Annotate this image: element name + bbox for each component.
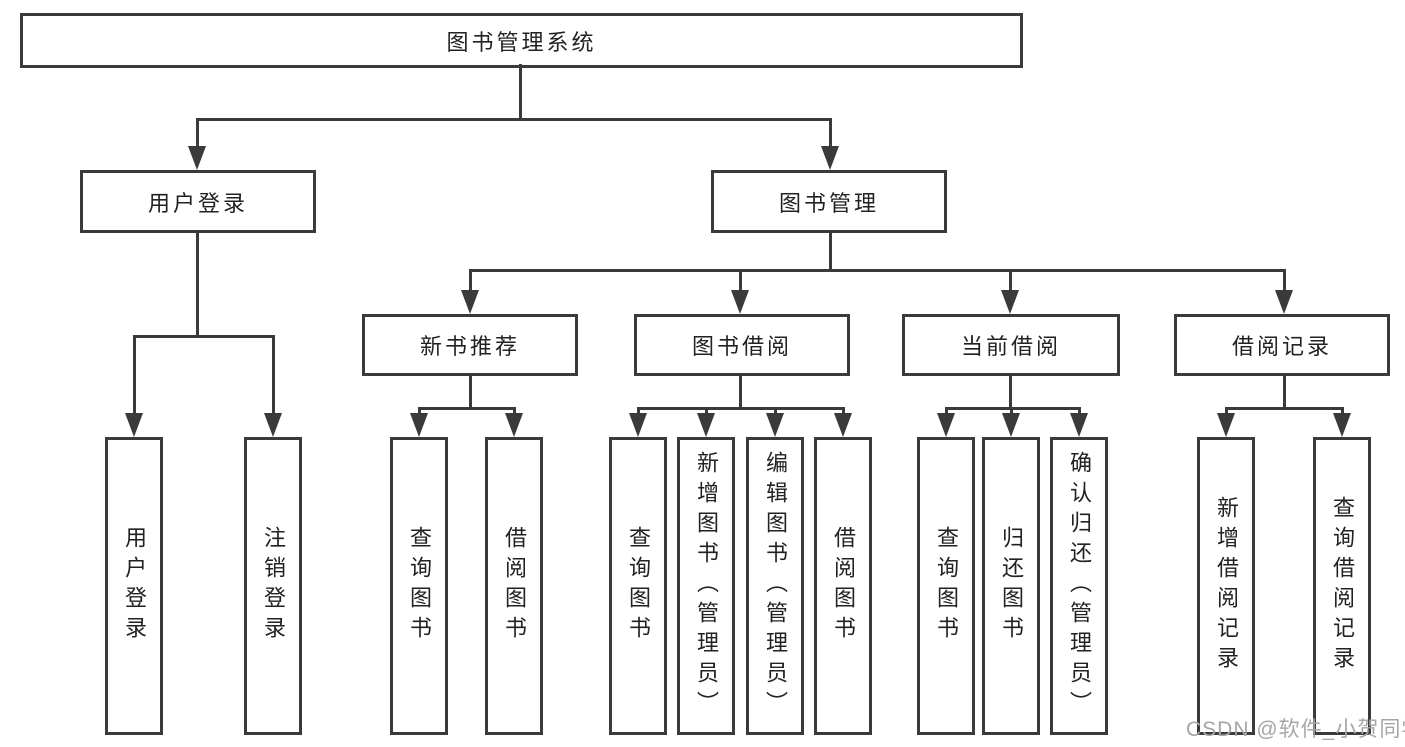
arrowhead-login (188, 146, 206, 170)
connector-records-bar (1225, 407, 1344, 410)
connector-drop (945, 407, 948, 417)
connector-records-stem (1283, 374, 1286, 409)
node-user-login: 用户登录 (80, 170, 316, 233)
leaf-query-books-borrowing: 查询图书 (609, 437, 667, 735)
leaf-confirm-return-admin: 确认归还（管理员） (1050, 437, 1108, 735)
node-current-borrowing: 当前借阅 (902, 314, 1120, 376)
connector-drop-login (196, 118, 199, 148)
leaf-logout: 注销登录 (244, 437, 302, 735)
arrowhead-leaf-login (125, 413, 143, 437)
node-book-borrowing: 图书借阅 (634, 314, 850, 376)
leaf-add-borrow-record: 新增借阅记录 (1197, 437, 1255, 735)
connector-current-bar (945, 407, 1081, 410)
connector-root-bar (196, 118, 832, 121)
arrowhead-leaf (697, 413, 715, 437)
connector-drop (637, 407, 640, 417)
arrowhead-leaf (834, 413, 852, 437)
connector-current-stem (1009, 374, 1012, 409)
node-book-management: 图书管理 (711, 170, 947, 233)
connector-recommend-stem (469, 374, 472, 409)
arrowhead-leaf (629, 413, 647, 437)
arrowhead-mgmt (821, 146, 839, 170)
connector-drop-mgmt (829, 118, 832, 148)
node-borrowing-records: 借阅记录 (1174, 314, 1390, 376)
arrowhead-leaf (505, 413, 523, 437)
leaf-edit-book-admin: 编辑图书（管理员） (746, 437, 804, 735)
arrowhead-leaf (937, 413, 955, 437)
connector-drop (418, 407, 421, 417)
arrowhead-borrowing (731, 290, 749, 314)
arrowhead-leaf-logout (264, 413, 282, 437)
leaf-return-book: 归还图书 (982, 437, 1040, 735)
connector-drop (1341, 407, 1344, 417)
connector-drop (774, 407, 777, 417)
leaf-user-login: 用户登录 (105, 437, 163, 735)
arrowhead-leaf (1217, 413, 1235, 437)
connector-drop (1010, 407, 1013, 417)
leaf-borrow-books: 借阅图书 (814, 437, 872, 735)
connector-drop-leaf-login (133, 335, 136, 415)
arrowhead-recommend (461, 290, 479, 314)
connector-drop (1225, 407, 1228, 417)
node-root: 图书管理系统 (20, 13, 1023, 68)
connector-drop (513, 407, 516, 417)
arrowhead-leaf (410, 413, 428, 437)
connector-recommend-bar (418, 407, 516, 410)
connector-drop-records (1283, 269, 1286, 292)
connector-drop-recommend (469, 269, 472, 292)
connector-drop-borrowing (739, 269, 742, 292)
connector-drop (1078, 407, 1081, 417)
connector-root-stem (519, 64, 522, 120)
arrowhead-leaf (1333, 413, 1351, 437)
connector-mgmt-stem (829, 231, 832, 271)
connector-drop (842, 407, 845, 417)
connector-login-bar (133, 335, 275, 338)
arrowhead-current (1001, 290, 1019, 314)
leaf-add-book-admin: 新增图书（管理员） (677, 437, 735, 735)
arrowhead-leaf (766, 413, 784, 437)
arrowhead-leaf (1002, 413, 1020, 437)
node-new-book-recommend: 新书推荐 (362, 314, 578, 376)
connector-borrowing-stem (739, 374, 742, 409)
leaf-query-books-recommend: 查询图书 (390, 437, 448, 735)
arrowhead-leaf (1070, 413, 1088, 437)
connector-login-stem (196, 231, 199, 337)
leaf-borrow-books-recommend: 借阅图书 (485, 437, 543, 735)
arrowhead-records (1275, 290, 1293, 314)
leaf-query-books-current: 查询图书 (917, 437, 975, 735)
connector-drop-leaf-logout (272, 335, 275, 415)
csdn-watermark: CSDN @软件_小贺同学 (1186, 718, 1405, 741)
connector-drop-current (1009, 269, 1012, 292)
connector-borrowing-bar (637, 407, 845, 410)
connector-mgmt-bar (469, 269, 1286, 272)
leaf-query-borrow-record: 查询借阅记录 (1313, 437, 1371, 735)
connector-drop (705, 407, 708, 417)
